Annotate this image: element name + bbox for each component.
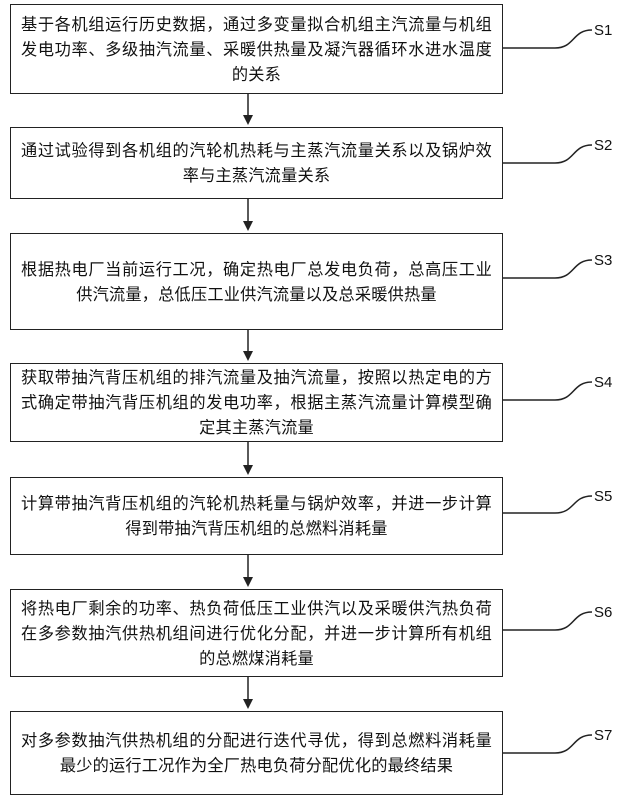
step-text-s7: 对多参数抽汽供热机组的分配进行迭代寻优，得到总燃料消耗量最少的运行工况作为全厂热… (21, 728, 492, 778)
step-text-s3: 根据热电厂当前运行工况，确定热电厂总发电负荷，总高压工业供汽流量，总低压工业供汽… (21, 257, 492, 307)
step-box-s1: 基于各机组运行历史数据，通过多变量拟合机组主汽流量与机组发电功率、多级抽汽流量、… (10, 4, 503, 94)
leader-s4 (503, 382, 592, 400)
step-text-s4: 获取带抽汽背压机组的排汽流量及抽汽流量，按照以热定电的方式确定带抽汽背压机组的发… (21, 365, 492, 440)
leader-s3 (503, 260, 592, 278)
leader-s2 (503, 145, 592, 163)
step-label-s2: S2 (594, 137, 612, 154)
leader-s5 (503, 496, 592, 513)
step-label-s5: S5 (594, 488, 612, 505)
step-text-s6: 将热电厂剩余的功率、热负荷低压工业供汽以及采暖供汽热负荷在多参数抽汽供热机组间进… (21, 596, 492, 671)
step-text-s5: 计算带抽汽背压机组的汽轮机热耗量与锅炉效率，并进一步计算得到带抽汽背压机组的总燃… (21, 491, 492, 541)
step-box-s3: 根据热电厂当前运行工况，确定热电厂总发电负荷，总高压工业供汽流量，总低压工业供汽… (10, 233, 503, 330)
step-label-s4: S4 (594, 374, 612, 391)
step-label-s1: S1 (594, 22, 612, 39)
leader-s1 (503, 30, 592, 48)
step-label-s3: S3 (594, 252, 612, 269)
step-box-s2: 通过试验得到各机组的汽轮机热耗与主蒸汽流量关系以及锅炉效率与主蒸汽流量关系 (10, 127, 503, 199)
step-text-s1: 基于各机组运行历史数据，通过多变量拟合机组主汽流量与机组发电功率、多级抽汽流量、… (21, 12, 492, 87)
step-box-s4: 获取带抽汽背压机组的排汽流量及抽汽流量，按照以热定电的方式确定带抽汽背压机组的发… (10, 363, 503, 442)
step-box-s6: 将热电厂剩余的功率、热负荷低压工业供汽以及采暖供汽热负荷在多参数抽汽供热机组间进… (10, 589, 503, 677)
step-box-s7: 对多参数抽汽供热机组的分配进行迭代寻优，得到总燃料消耗量最少的运行工况作为全厂热… (10, 711, 503, 795)
step-label-s7: S7 (594, 727, 612, 744)
leader-s6 (503, 612, 592, 630)
step-box-s5: 计算带抽汽背压机组的汽轮机热耗量与锅炉效率，并进一步计算得到带抽汽背压机组的总燃… (10, 477, 503, 555)
leader-s7 (503, 735, 592, 753)
step-label-s6: S6 (594, 604, 612, 621)
step-text-s2: 通过试验得到各机组的汽轮机热耗与主蒸汽流量关系以及锅炉效率与主蒸汽流量关系 (21, 138, 492, 188)
